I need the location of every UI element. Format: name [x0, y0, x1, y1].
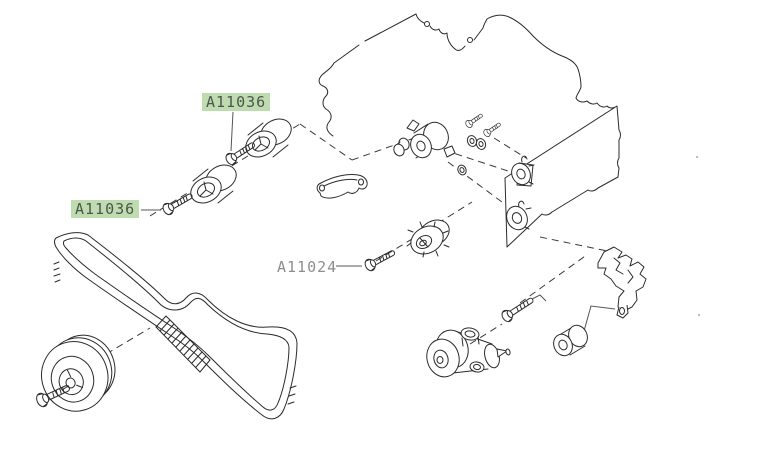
- crank-sprocket: [406, 219, 450, 258]
- engine-block-outline: [318, 13, 700, 316]
- tensioner-bracket: [597, 246, 647, 319]
- tensioner-bolt-pointer: [531, 294, 547, 302]
- idler-pulley-upper: [245, 118, 292, 158]
- bolt-a11036-upper: [225, 142, 255, 166]
- part-label-a11036-left[interactable]: A11036: [71, 200, 140, 218]
- part-label-a11024[interactable]: A11024: [277, 258, 338, 276]
- label-leaders: [141, 111, 362, 267]
- tensioner-bolt: [501, 297, 534, 323]
- timing-belt: [53, 232, 298, 420]
- water-pump-fitting: [393, 119, 467, 176]
- timing-cover: [504, 105, 621, 248]
- belt-tensioner: [426, 327, 511, 378]
- bolt-a11024: [364, 250, 396, 272]
- bushing: [553, 305, 616, 357]
- bolt-a11036-left: [162, 193, 193, 216]
- bolt-bracket: [465, 113, 501, 150]
- crank-bolt: [36, 385, 70, 408]
- support-arm: [316, 174, 368, 199]
- idler-pulley-lower: [190, 164, 237, 204]
- part-label-a11036-top[interactable]: A11036: [202, 93, 271, 111]
- crankshaft-pulley: [41, 334, 116, 412]
